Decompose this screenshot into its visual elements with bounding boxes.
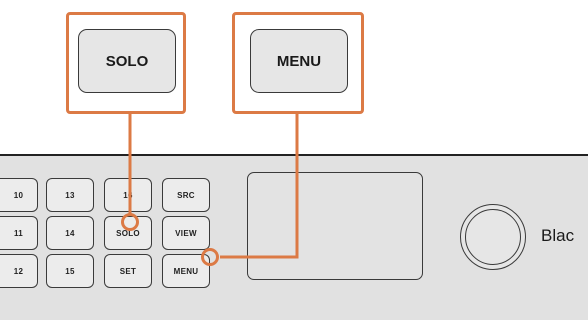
rotary-knob[interactable] xyxy=(460,204,526,270)
key-14[interactable]: 14 xyxy=(46,216,94,250)
view-key[interactable]: VIEW xyxy=(162,216,210,250)
key-15[interactable]: 15 xyxy=(46,254,94,288)
solo-callout-frame: SOLO xyxy=(66,12,186,114)
key-16[interactable]: 16 xyxy=(104,178,152,212)
key-10[interactable]: 10 xyxy=(0,178,38,212)
brand-logo-text: Blac xyxy=(541,226,575,245)
key-13[interactable]: 13 xyxy=(46,178,94,212)
key-12[interactable]: 12 xyxy=(0,254,38,288)
set-key[interactable]: SET xyxy=(104,254,152,288)
solo-callout-button: SOLO xyxy=(78,29,176,93)
menu-callout-button: MENU xyxy=(250,29,348,93)
menu-key[interactable]: MENU xyxy=(162,254,210,288)
src-key[interactable]: SRC xyxy=(162,178,210,212)
key-11[interactable]: 11 xyxy=(0,216,38,250)
menu-callout-frame: MENU xyxy=(232,12,364,114)
lcd-screen xyxy=(247,172,423,280)
solo-key[interactable]: SOLO xyxy=(104,216,152,250)
